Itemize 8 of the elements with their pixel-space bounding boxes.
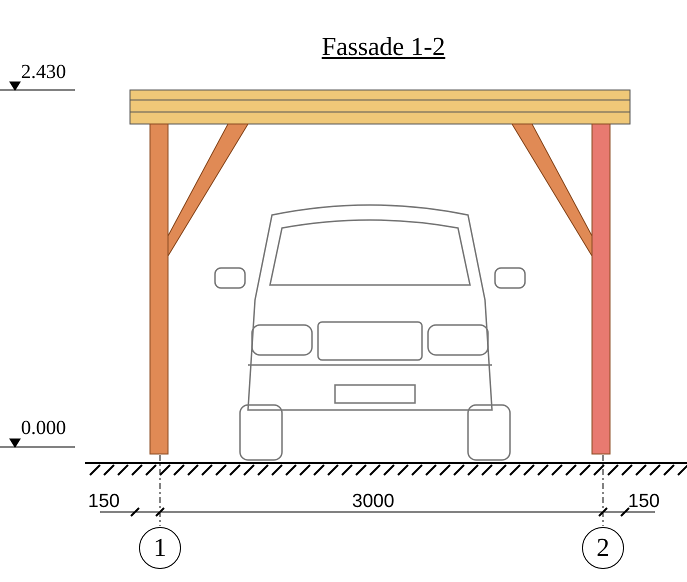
dimension-value: 3000	[352, 492, 394, 511]
axis-marker: 2	[582, 527, 624, 569]
drawing-title: Fassade 1-2	[320, 34, 446, 60]
level-value: 0.000	[21, 418, 66, 438]
level-value: 2.430	[21, 62, 66, 82]
axis-marker: 1	[139, 527, 181, 569]
dimension-value: 150	[88, 492, 120, 511]
dimension-value: 150	[628, 492, 660, 511]
